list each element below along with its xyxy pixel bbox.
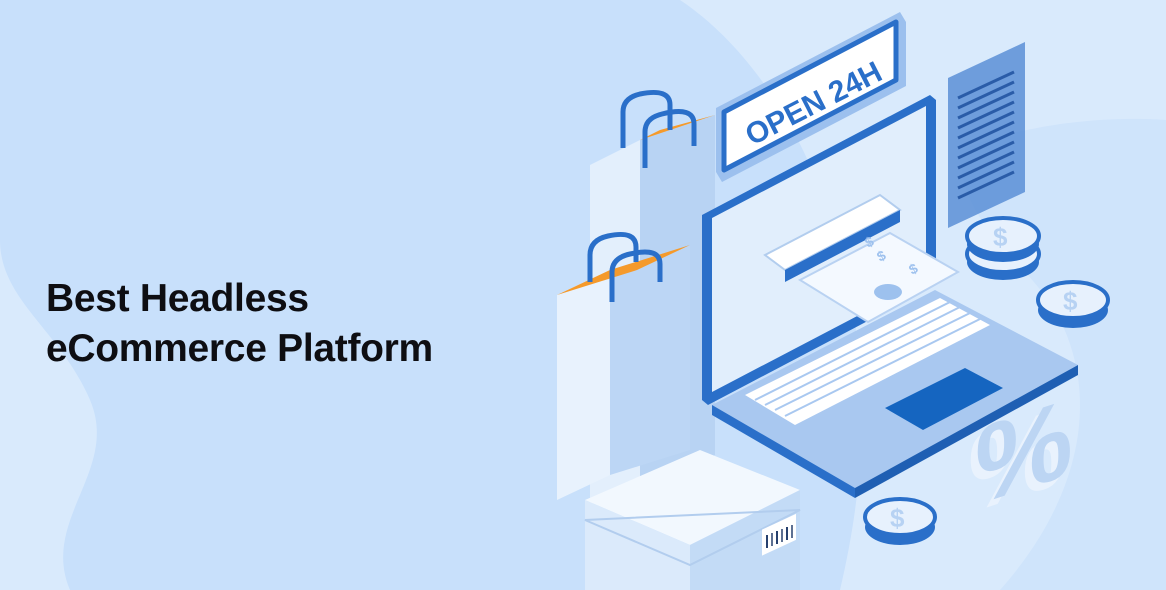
coin-dollar: $ [993, 222, 1008, 252]
title-line-1: Best Headless [46, 277, 309, 321]
coin-icon: $ [1036, 280, 1110, 328]
laptop-icon [702, 95, 1078, 498]
coin-icon: $ [863, 497, 937, 545]
receipt-icon [948, 42, 1025, 228]
coin-icon: $ [965, 216, 1041, 280]
barcode-icon [762, 513, 796, 556]
box-icon [584, 450, 801, 590]
page-title: Best Headless eCommerce Platform [46, 274, 433, 374]
ecommerce-illustration: OPEN 24H [557, 12, 1110, 590]
coin-dollar: $ [1063, 286, 1078, 316]
title-line-2: eCommerce Platform [46, 327, 433, 371]
shopping-bag-icon [557, 231, 690, 500]
open-sign-icon: OPEN 24H [716, 12, 906, 182]
credit-card-icon: $ $ $ [797, 231, 961, 324]
coin-dollar: $ [890, 503, 905, 533]
